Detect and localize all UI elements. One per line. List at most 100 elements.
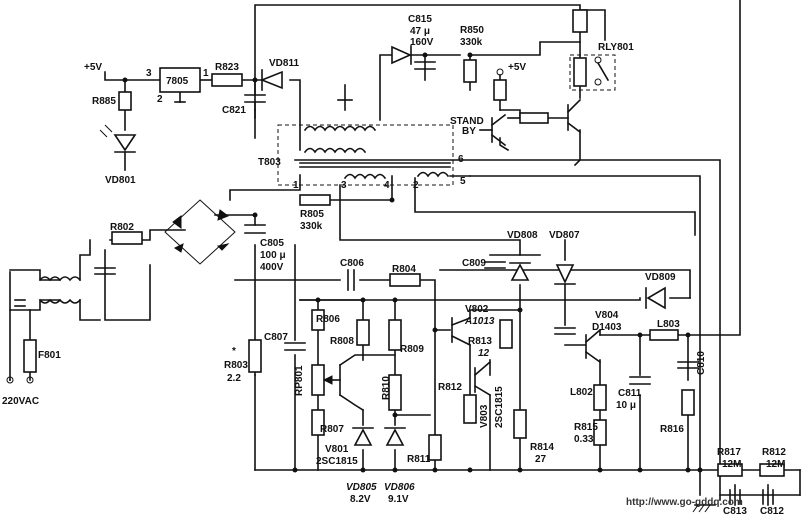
zener-vd806 [384,427,406,446]
zener-vd805 [352,427,374,446]
label-r815-val: 0.33 [574,434,594,445]
transistor-relay-driver [566,98,582,134]
label-standby2: BY [462,126,476,137]
label-c809: C809 [462,258,486,269]
capacitor-c806 [347,269,355,291]
transistor-v802 [450,316,472,347]
capacitor-c807 [284,342,306,351]
label-r804: R804 [392,264,416,275]
label-r812b-val: 12M [766,459,785,470]
label-r823: R823 [215,62,239,73]
label-r810: R810 [381,376,392,400]
capacitor-c810 [677,361,699,369]
label-r806: R806 [316,314,340,325]
label-v803: V803 [479,404,490,428]
resistor-r808 [356,319,370,346]
transistor-v804 [584,328,602,364]
resistor-r814 [513,409,527,439]
diode-vd809 [645,286,666,310]
resistor-r810 [388,374,402,411]
label-c807: C807 [264,332,288,343]
label-v802: V802 [465,304,489,315]
diode-vd811 [259,69,283,91]
resistor-standby [493,79,507,101]
mains-terminal-2 [26,376,34,384]
label-vd806-val: 9.1V [388,494,409,505]
label-r813-val: 12 [478,348,490,359]
label-vd811: VD811 [269,58,299,69]
label-c812: C812 [760,506,784,517]
capacitor-c813 [729,489,741,505]
resistor-r823 [211,73,243,87]
watermark-text: http://www.go-gddq.com [626,497,743,508]
transistor-v803 [473,360,492,397]
resistor-r815 [593,419,607,446]
capacitor-c805 [244,224,266,234]
label-t-pin2: 2 [413,180,419,191]
label-r816: R816 [660,424,684,435]
inductor-l802 [593,384,607,411]
capacitor-c812 [762,489,774,505]
resistor-r813 [499,319,513,349]
label-vd805: VD805 [346,482,377,493]
label-rp801: RP801 [294,365,305,396]
label-r812: R812 [438,382,462,393]
resistor-base [519,112,549,124]
label-c815-val1: 47 μ [410,26,430,37]
label-l803: L803 [657,319,680,330]
junction-dots [122,52,703,473]
label-star: * [232,346,236,357]
label-2sc1815a: 2SC1815 [494,386,505,428]
transistor-standby [490,113,507,147]
diode-vd807 [554,264,576,285]
resistor-r812b [759,463,785,477]
label-c813: C813 [723,506,747,517]
label-7805: 7805 [166,76,189,87]
label-pin3: 3 [146,68,152,79]
label-t-pin1: 1 [293,180,299,191]
label-r814: R814 [530,442,554,453]
resistor-r812 [463,394,477,424]
resistor-r804 [389,273,421,287]
label-t-pin4: 4 [384,180,390,191]
resistor-r809 [388,319,402,351]
label-c806: C806 [340,258,364,269]
label-plus5v-left: +5V [84,62,102,73]
label-r803-val: 2.2 [227,373,241,384]
label-r812b: R812 [762,447,786,458]
capacitor-c811 [629,376,651,385]
resistor-r816 [681,389,695,416]
label-r805: R805 [300,209,324,220]
relay-rly801 [569,54,616,91]
label-plus5v-right: +5V [508,62,526,73]
capacitor-v804-base [554,327,576,335]
ground-symbol [174,101,716,513]
potentiometer-wiper [322,375,333,385]
resistor-r850 [463,59,477,83]
label-r885: R885 [92,96,116,107]
label-c805-val2: 400V [260,262,284,273]
capacitor-c809 [484,261,506,269]
label-pin1: 1 [203,68,209,79]
label-r809: R809 [400,344,424,355]
potentiometer-rp801 [311,364,325,396]
ic-7805 [159,67,201,93]
capacitor-c815 [414,61,436,70]
label-r805-val: 330k [300,221,323,232]
line-filter [14,267,116,307]
label-r850: R850 [460,25,484,36]
label-c815: C815 [408,14,432,25]
label-pin2: 2 [157,94,163,105]
label-c805: C805 [260,238,284,249]
label-r803: R803 [224,360,248,371]
label-vd808: VD808 [507,230,538,241]
label-f801: F801 [38,350,61,361]
label-a1013: A1013 [464,316,495,327]
label-vd801: VD801 [105,175,136,186]
resistor-r885 [118,91,132,111]
label-r802: R802 [110,222,134,233]
label-r807: R807 [320,424,344,435]
label-c810: C810 [696,351,707,375]
label-t-pin5: 5 [460,176,466,187]
label-t-pin3: 3 [341,180,347,191]
